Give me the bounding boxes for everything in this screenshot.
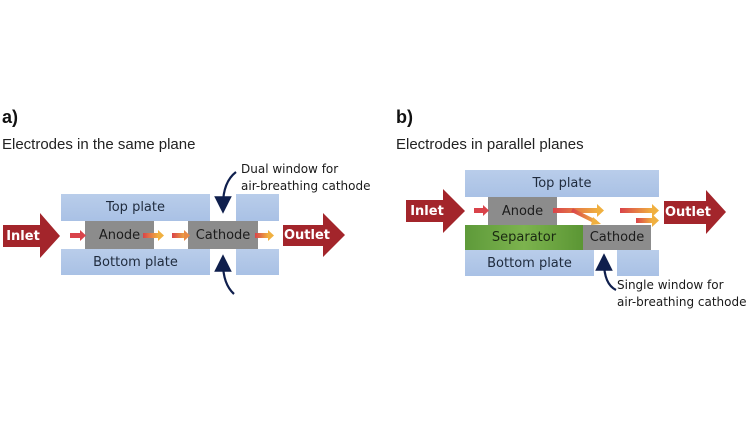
panel-a-bottom-plate: Bottom plate (61, 249, 210, 275)
panel-b-bottom-plate: Bottom plate (465, 250, 594, 276)
panel-a-anode-label: Anode (98, 227, 141, 243)
panel-b-anode: Anode (488, 197, 557, 225)
panel-a-subtitle: Electrodes in the same plane (2, 136, 196, 153)
flow-arrow (70, 233, 80, 238)
flow-arrow (591, 217, 601, 225)
panel-b-top-plate-label: Top plate (532, 176, 592, 191)
panel-a-note-line2: air-breathing cathode (241, 179, 371, 193)
panel-a-bottom-pointer-arrow (214, 254, 235, 295)
panel-b-note-line2: air-breathing cathode (617, 295, 747, 309)
panel-b-separator-label: Separator (491, 230, 557, 245)
flow-arrow (620, 208, 652, 213)
panel-a-label: a) (2, 107, 19, 127)
flow-arrow (597, 204, 604, 217)
panel-b-anode-label: Anode (501, 203, 544, 219)
panel-a-top-plate: Top plate (61, 194, 210, 221)
panel-b-bottom-plate-label: Bottom plate (487, 255, 572, 271)
flow-arrow (553, 208, 598, 213)
flow-arrow (172, 233, 186, 238)
panel-a-outlet-label: Outlet (283, 228, 330, 243)
panel-a-top-plate-label: Top plate (106, 200, 165, 215)
panel-b-inlet-label: Inlet (410, 203, 444, 219)
panel-a-note-line1: Dual window for (241, 162, 339, 176)
flow-arrow (636, 218, 652, 223)
panel-b-window-note: Single window for air-breathing cathode (617, 277, 747, 311)
panel-b-subtitle: Electrodes in parallel planes (396, 136, 584, 153)
panel-a-window-note: Dual window for air-breathing cathode (241, 161, 371, 195)
panel-a-cathode-label: Cathode (195, 227, 251, 243)
panel-a-inlet-label: Inlet (6, 228, 40, 244)
panel-b-note-line1: Single window for (617, 278, 724, 292)
panel-a-bottom-plate-label: Bottom plate (93, 254, 178, 270)
flow-arrow (652, 214, 659, 227)
panel-b-outlet-label: Outlet (664, 205, 711, 220)
panel-b-separator: Separator (465, 225, 583, 250)
panel-a-top-plate-right (236, 194, 279, 221)
panel-a-top-pointer-arrow (214, 171, 237, 214)
panel-b-cathode-label: Cathode (589, 230, 645, 245)
panel-b-label: b) (396, 107, 413, 127)
panel-a-anode: Anode (85, 221, 154, 249)
panel-a-cathode: Cathode (188, 221, 258, 249)
flow-arrow (158, 230, 164, 241)
panel-b-cathode: Cathode (583, 225, 651, 250)
flow-arrow (474, 208, 483, 213)
flow-arrow (268, 230, 274, 241)
panel-b-pointer-arrow (595, 253, 617, 291)
panel-a-bottom-plate-right (236, 249, 279, 275)
flow-arrow (652, 204, 659, 217)
panel-b-bottom-plate-right (617, 250, 659, 276)
flow-arrow (571, 208, 597, 224)
panel-b-top-plate: Top plate (465, 170, 659, 197)
